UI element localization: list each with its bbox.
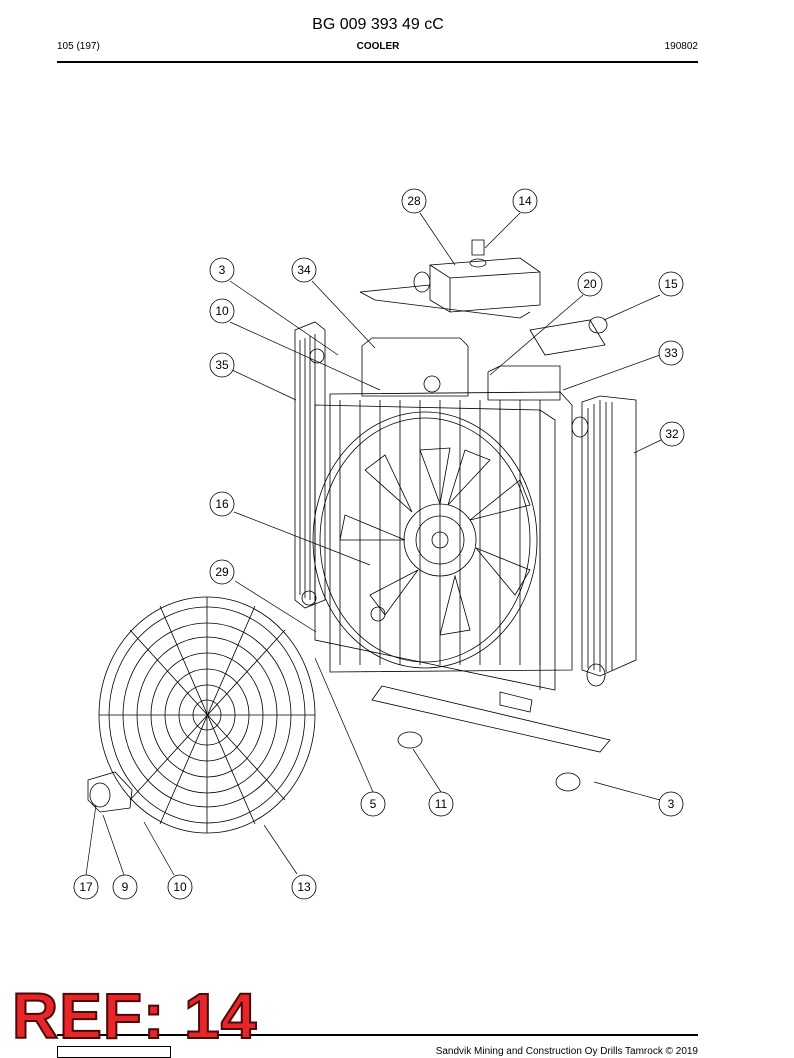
reference-stamp: REF: 14: [11, 980, 258, 1052]
expansion-tank: [359, 239, 541, 319]
callout-3-top: 3: [219, 263, 226, 277]
callout-3-bottom: 3: [668, 797, 675, 811]
callout-17: 17: [79, 880, 93, 894]
top-tank: [361, 337, 561, 401]
hydraulic-motor: [87, 771, 133, 813]
callout-10-top: 10: [215, 304, 229, 318]
callout-35: 35: [215, 358, 229, 372]
callout-29: 29: [215, 565, 229, 579]
leader-lines: [85, 212, 662, 876]
bottom-bracket: [371, 685, 611, 792]
side-radiator-left: [294, 321, 326, 609]
callout-5: 5: [370, 797, 377, 811]
section-title: COOLER: [356, 41, 400, 52]
callout-28: 28: [407, 194, 421, 208]
footer-copyright: Sandvik Mining and Construction Oy Drill…: [435, 1046, 698, 1057]
callout-11: 11: [435, 797, 448, 811]
fan-assembly: [339, 447, 531, 636]
revision-date: 190802: [664, 41, 698, 52]
callout-34: 34: [297, 263, 311, 277]
fan-guard: [98, 596, 316, 834]
bracket-right: [529, 316, 608, 356]
header-divider: [57, 61, 698, 63]
callout-14: 14: [518, 194, 532, 208]
callout-32: 32: [665, 427, 679, 441]
callout-33: 33: [664, 346, 678, 360]
main-core: [329, 391, 573, 673]
callout-10-bottom: 10: [173, 880, 187, 894]
callout-9: 9: [122, 880, 129, 894]
document-number: BG 009 393 49 cC: [312, 16, 444, 33]
charge-air-cooler: [571, 395, 637, 687]
footer-divider: [57, 1034, 698, 1036]
callout-16: 16: [215, 497, 229, 511]
fan-shroud: [312, 404, 556, 691]
page-number: 105 (197): [57, 41, 100, 52]
callout-20: 20: [583, 277, 597, 291]
callout-13: 13: [297, 880, 311, 894]
callout-labels: 28 14 3 34 20 15 10 33 35 32 16 29 5 11 …: [79, 194, 679, 894]
callout-15: 15: [664, 277, 678, 291]
callout-circles: [73, 188, 685, 900]
